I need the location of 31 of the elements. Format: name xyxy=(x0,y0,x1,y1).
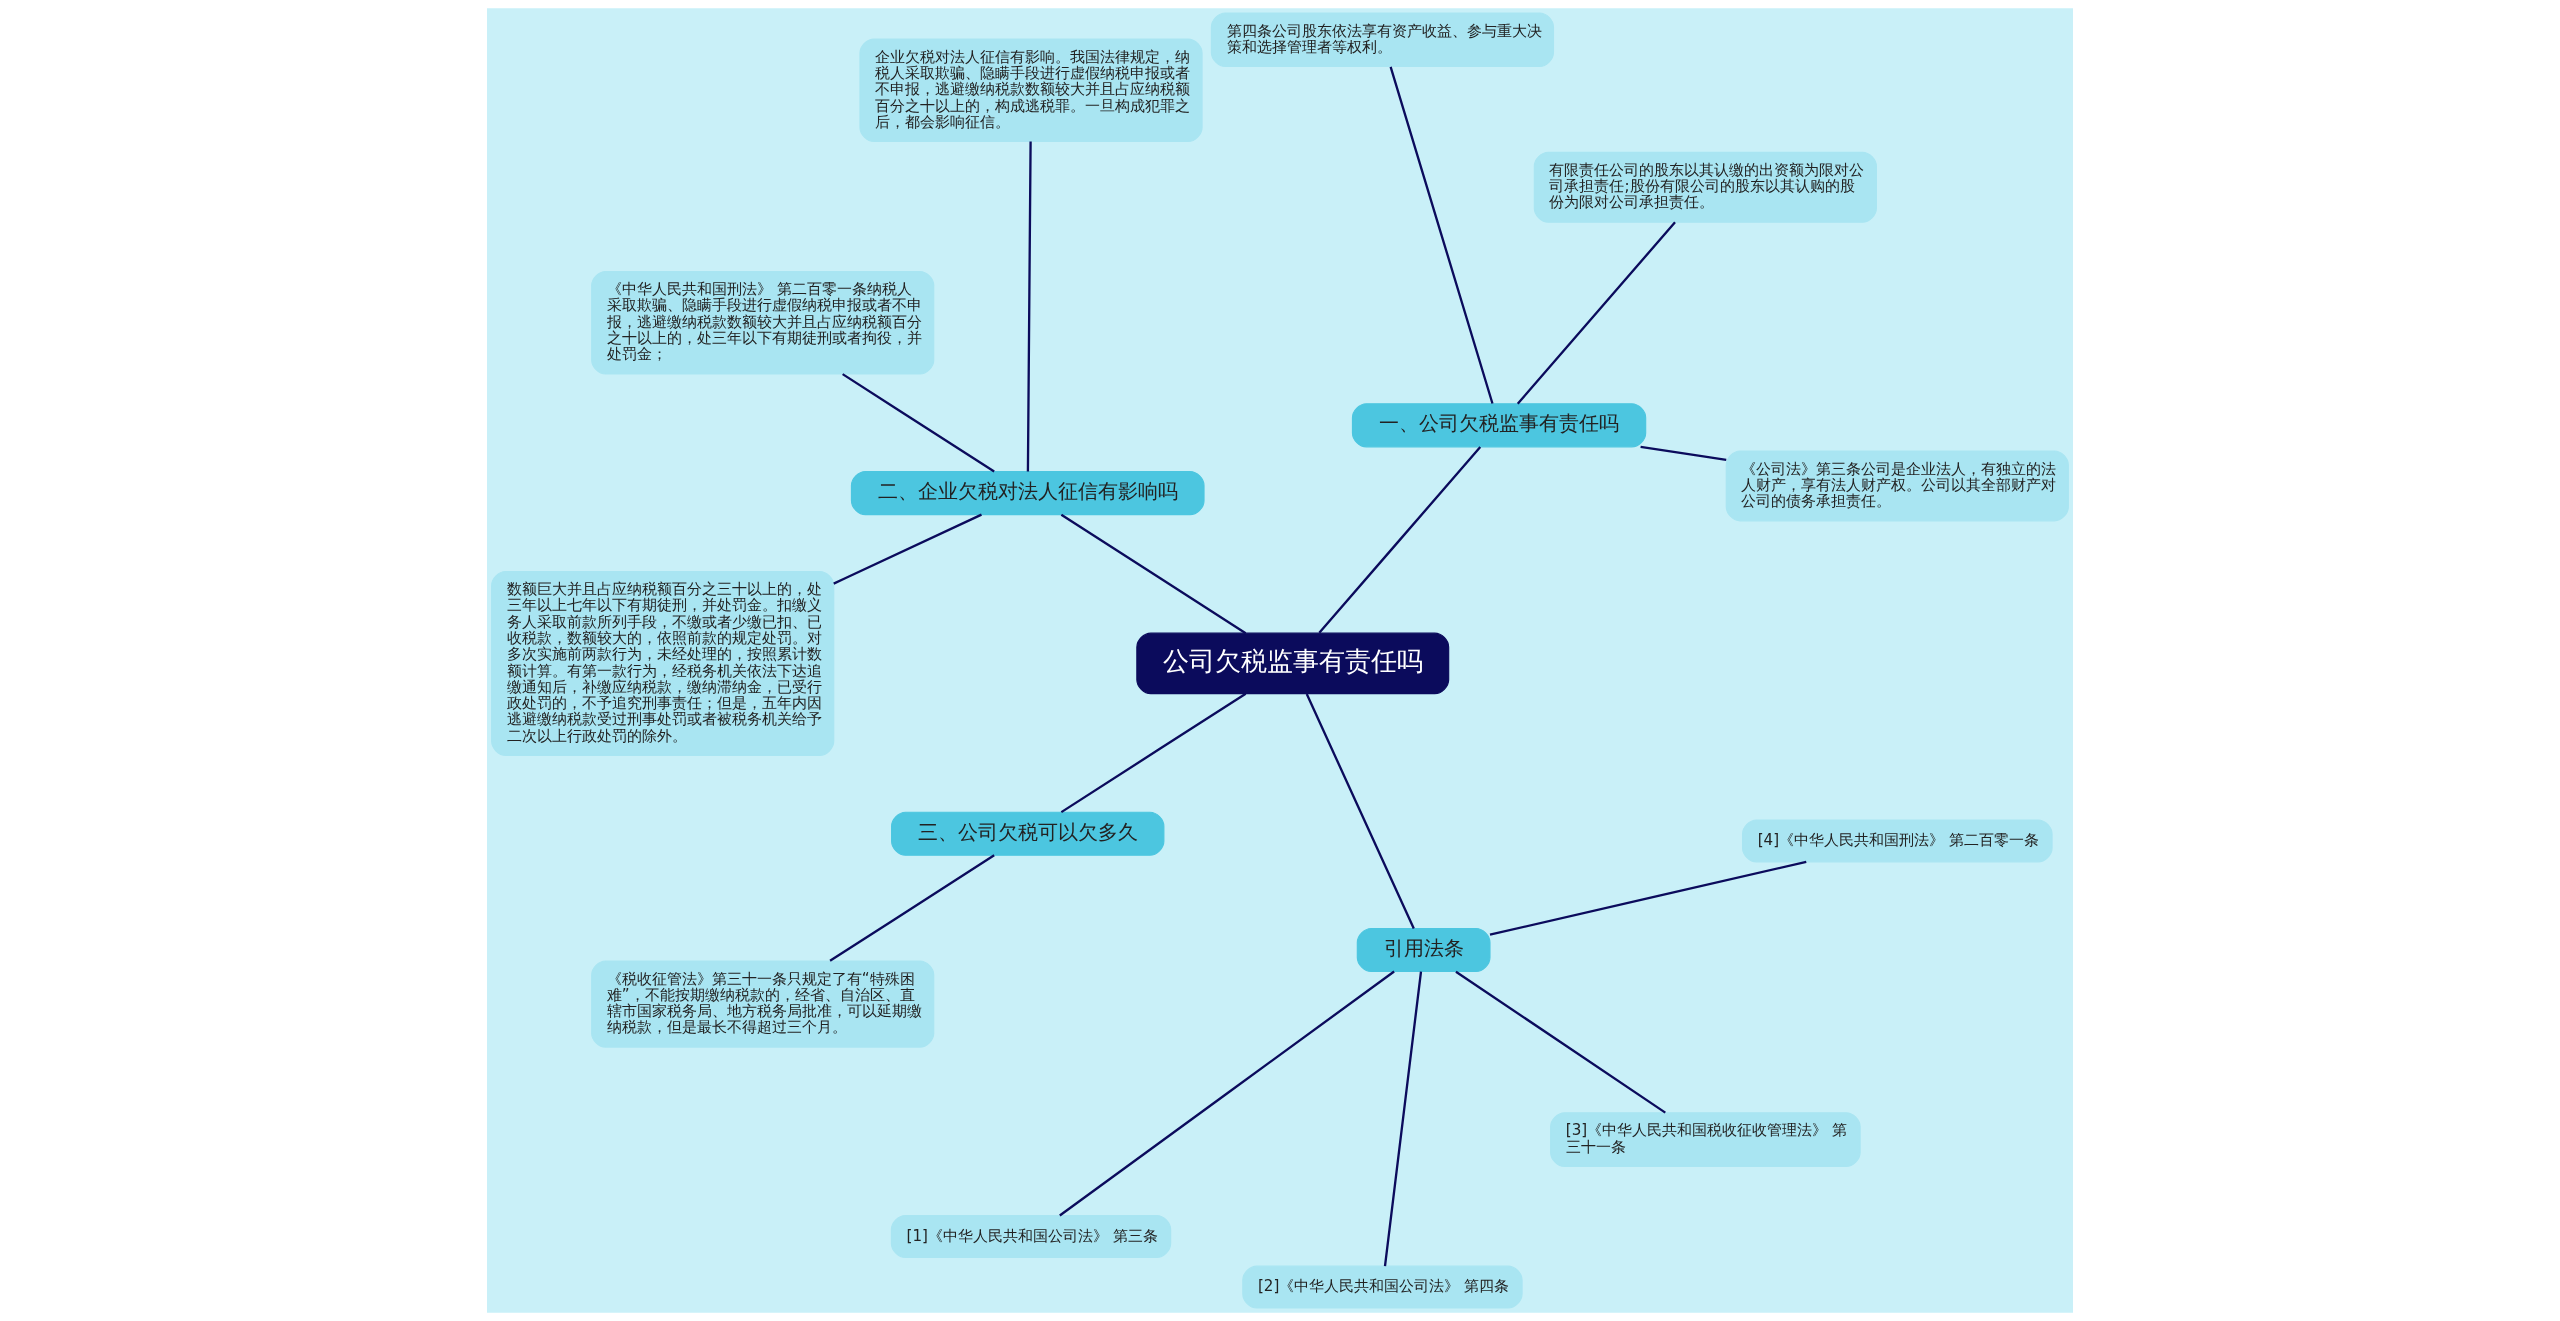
connector xyxy=(1640,445,1727,462)
connector xyxy=(1489,860,1807,936)
node-box: 有限责任公司的股东以其认缴的出资额为限对公司承担责任;股份有限公司的股东以其认购的股份为限对公司承担责任。 xyxy=(1533,151,1877,223)
connector xyxy=(1059,970,1395,1217)
node-box: 《中华人民共和国刑法》 第二百零一条纳税人采取欺骗、隐瞒手段进行虚假纳税申报或者不申报，逃避缴纳税款数额较大并且占应纳税额百分之十以上的，处三年以下有期徒刑或者拘役，并处罚金； xyxy=(591,271,935,375)
connector xyxy=(1516,221,1676,405)
node-box: [4]《中华人民共和国刑法》 第二百零一条 xyxy=(1742,819,2053,863)
node-box: 二、企业欠税对法人征信有影响吗 xyxy=(850,471,1205,516)
connector xyxy=(833,513,982,585)
node-box: 《税收征管法》第三十一条只规定了有“特殊困难”，不能按期缴纳税款的，经省、自治区、直辖市国家税务局、地方税务局批准，可以延期缴纳税款，但是最长不得超过三个月。 xyxy=(591,960,935,1048)
connector xyxy=(1026,141,1032,472)
connector xyxy=(1060,692,1247,814)
node-box: 企业欠税对法人征信有影响。我国法律规定，纳税人采取欺骗、隐瞒手段进行虚假纳税申报或者不申报，逃避缴纳税款数额较大并且占应纳税额百分之十以上的，构成逃税罪。一旦构成犯罪之后，都会影响征信。 xyxy=(859,38,1203,143)
node-box: 引用法条 xyxy=(1356,927,1491,973)
connector xyxy=(1060,513,1247,635)
node-box: 一、公司欠税监事有责任吗 xyxy=(1351,403,1647,448)
connector xyxy=(1305,693,1415,929)
node-box: [2]《中华人民共和国公司法》 第四条 xyxy=(1242,1265,1523,1309)
node-box: [3]《中华人民共和国税收征收管理法》 第三十一条 xyxy=(1550,1112,1861,1167)
connector xyxy=(1383,971,1423,1267)
connector xyxy=(1389,66,1494,404)
node-box: 数额巨大并且占应纳税额百分之三十以上的，处三年以上七年以下有期徒刑，并处罚金。扣缴义务人采取前款所列手段，不缴或者少缴已扣、已收税款，数额较大的，依照前款的规定处罚。对多次实施前两款行为，未经处理的，按照累计数额计算。有第一款行为，经税务机关依法下达追缴通知后，补缴应纳税款，缴纳滞纳金，已受行政处罚的，不予追究刑事责任；但是，五年内因逃避缴纳税款受过刑事处罚或者被税务机关给予二次以上行政处罚的除外。 xyxy=(491,570,835,756)
node-box: [1]《中华人民共和国公司法》 第三条 xyxy=(890,1215,1172,1259)
node-box: 三、公司欠税可以欠多久 xyxy=(891,811,1165,856)
node-box: 《公司法》第三条公司是企业法人，有独立的法人财产，享有法人财产权。公司以其全部财产对公司的债务承担责任。 xyxy=(1725,450,2069,522)
node-box: 公司欠税监事有责任吗 xyxy=(1136,632,1450,695)
connector xyxy=(842,373,995,473)
node-box: 第四条公司股东依法享有资产收益、参与重大决策和选择管理者等权利。 xyxy=(1210,12,1555,68)
connector xyxy=(1455,970,1666,1114)
connector xyxy=(1318,446,1482,634)
connector xyxy=(829,854,995,962)
